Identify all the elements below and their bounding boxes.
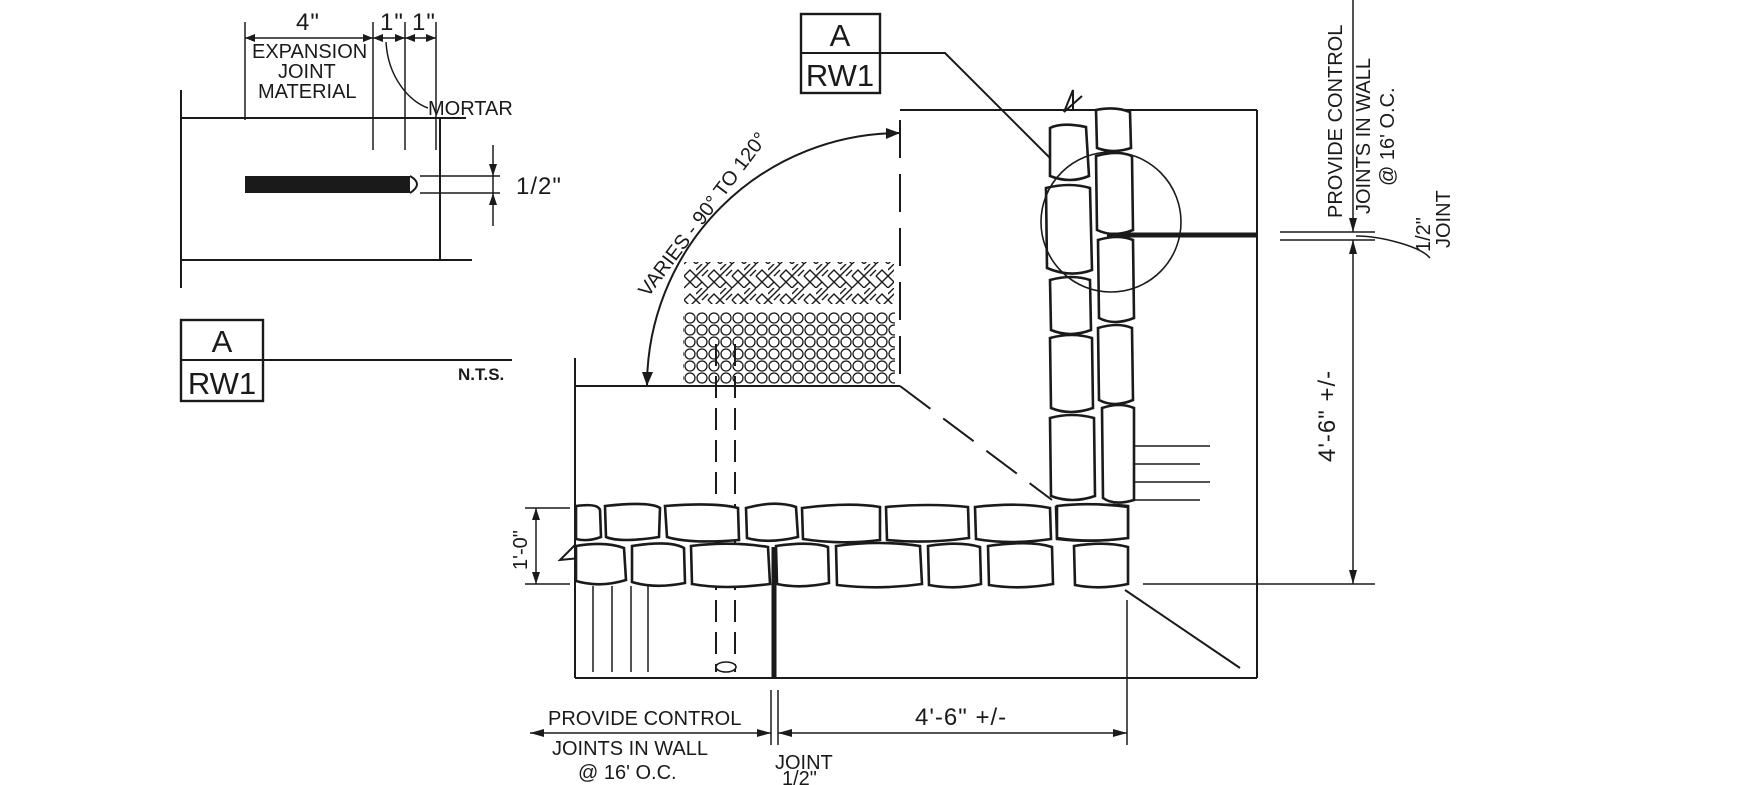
stone xyxy=(663,503,741,543)
stone xyxy=(884,503,971,543)
right-note-line1: PROVIDE CONTROL xyxy=(1325,25,1347,218)
corner-diagonal xyxy=(1124,589,1241,669)
half-inch-arrows xyxy=(489,164,497,205)
dimension-arrows xyxy=(245,34,436,42)
expansion-label-1: EXPANSION xyxy=(252,41,367,63)
mortar-bead xyxy=(409,175,418,194)
section-letter: A xyxy=(212,324,233,359)
stone xyxy=(774,542,831,588)
stone xyxy=(1100,403,1136,504)
right-length-dim: 4'-6" +/- xyxy=(1314,370,1341,462)
stone xyxy=(800,503,882,544)
stone xyxy=(1048,333,1095,414)
stone xyxy=(1096,323,1135,406)
bottom-note-line3: @ 16' O.C. xyxy=(578,762,677,784)
expansion-joint-detail: 4" 1" 1" EXPANSION JOINT MATERIAL MORTAR… xyxy=(180,9,562,288)
angle-arc xyxy=(646,132,901,387)
stone xyxy=(986,541,1055,589)
bottom-note-line2: JOINTS IN WALL xyxy=(552,738,708,760)
stone xyxy=(744,502,800,543)
stone-wall-horizontal xyxy=(574,502,1130,589)
stone xyxy=(1048,275,1093,336)
bottom-joint-size: 1/2" xyxy=(782,768,817,785)
stone xyxy=(574,542,628,586)
stone xyxy=(1094,151,1135,236)
right-note-line3: @ 16' O.C. xyxy=(1377,87,1399,186)
right-joint-label: JOINT xyxy=(1433,190,1455,248)
stone xyxy=(1096,235,1136,324)
half-inch-label: 1/2" xyxy=(516,173,562,200)
stone-wall-vertical xyxy=(1044,107,1136,542)
stone xyxy=(1048,413,1097,502)
section-tag-top: A RW1 xyxy=(799,12,1063,171)
stone xyxy=(1044,183,1094,275)
break-mark-top xyxy=(1063,89,1083,113)
scale-note: N.T.S. xyxy=(458,365,504,384)
section-sheet: RW1 xyxy=(806,58,874,93)
bottom-length-dim: 4'-6" +/- xyxy=(915,704,1007,731)
stone xyxy=(630,542,687,588)
joint-leader xyxy=(1355,235,1431,259)
stone xyxy=(973,503,1053,544)
section-letter: A xyxy=(830,18,851,53)
stone xyxy=(926,542,983,589)
tag-leader xyxy=(880,52,1063,171)
section-sheet: RW1 xyxy=(188,366,256,401)
section-tag-left: A RW1 N.T.S. xyxy=(179,318,512,403)
stone xyxy=(1094,107,1133,153)
gravel-hatch xyxy=(683,312,895,384)
right-joint-size: 1/2" xyxy=(1413,217,1435,252)
drain-pipe-end xyxy=(715,661,737,673)
topsoil-hatch xyxy=(684,262,894,304)
bottom-joint-label: JOINT xyxy=(775,752,833,774)
stone xyxy=(603,502,662,542)
detail-callout-circle xyxy=(1040,151,1182,293)
bottom-note-line1: PROVIDE CONTROL xyxy=(548,708,741,730)
corner-plan: VARIES - 90° TO 120° xyxy=(510,0,1455,785)
stone xyxy=(1072,542,1130,589)
stone xyxy=(834,541,924,589)
stone xyxy=(689,542,772,589)
height-dim-label: 1'-0" xyxy=(510,530,532,570)
stone xyxy=(574,503,603,542)
stone xyxy=(1055,502,1130,542)
expansion-label-2: JOINT xyxy=(278,61,336,83)
dim-4in: 4" xyxy=(296,9,320,36)
expansion-label-3: MATERIAL xyxy=(258,81,357,103)
right-note-line2: JOINTS IN WALL xyxy=(1353,58,1375,214)
expansion-joint-material xyxy=(245,176,410,193)
dim-1in-a: 1" xyxy=(380,9,404,36)
stone xyxy=(1048,123,1091,182)
alt-wall-line-diag xyxy=(899,385,1053,501)
mortar-leader xyxy=(385,41,429,109)
mortar-label: MORTAR xyxy=(428,98,513,120)
dim-1in-b: 1" xyxy=(412,9,436,36)
